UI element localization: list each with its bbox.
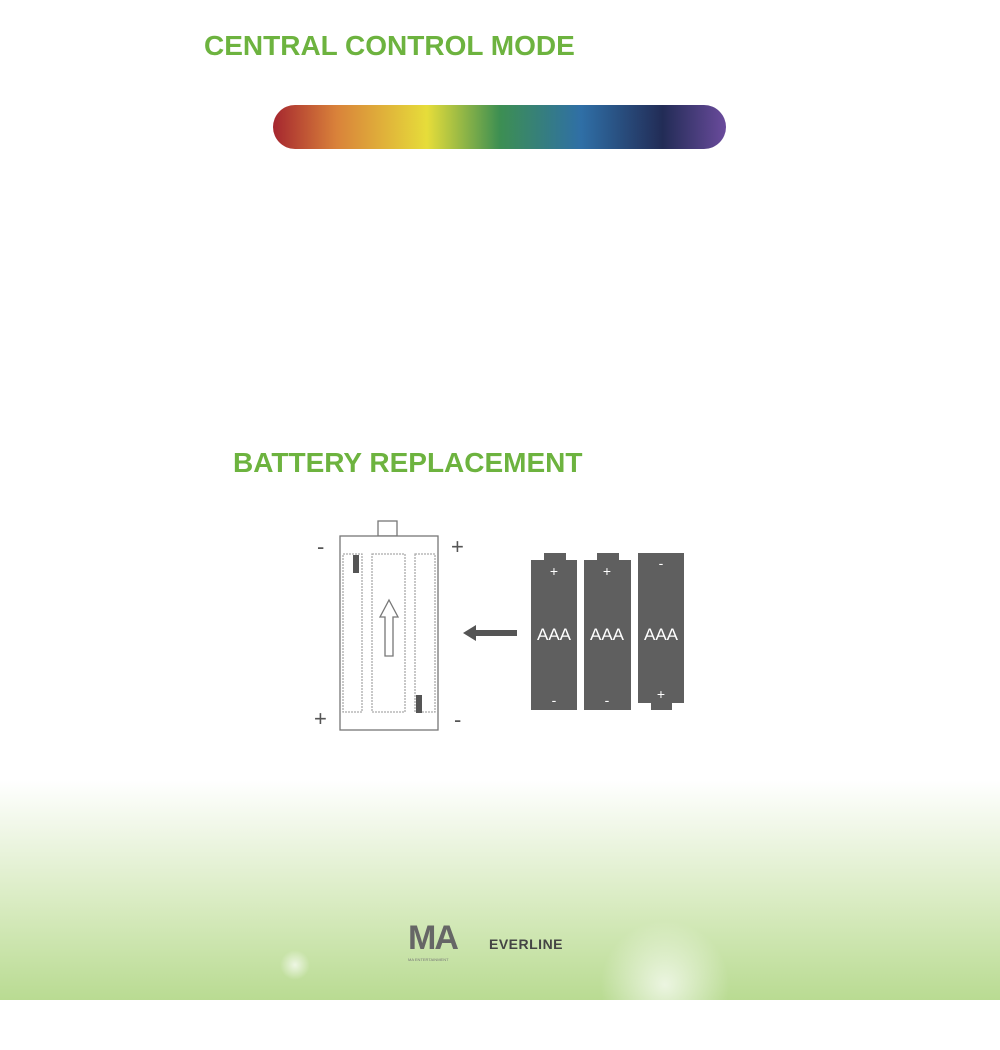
battery-1-label: AAA [537, 625, 572, 644]
battery-1 [531, 553, 577, 710]
ma-logo: MA [408, 919, 459, 957]
battery-3-top-sign: - [659, 555, 664, 571]
battery-2 [584, 553, 631, 710]
sign-top-right: + [451, 534, 464, 559]
battery-3-bottom-sign: + [657, 686, 665, 702]
battery-2-bottom-sign: - [605, 692, 610, 708]
sign-bottom-left: + [314, 706, 327, 731]
light-glow [280, 950, 310, 980]
arrow-left-icon [463, 625, 517, 641]
battery-diagram: - + + - + AAA - + AAA - - AAA + [314, 520, 684, 732]
sign-top-left: - [317, 534, 324, 559]
insert-direction-arrow-icon [378, 598, 400, 657]
battery-replacement-title: BATTERY REPLACEMENT [233, 447, 583, 478]
battery-3-label: AAA [644, 625, 679, 644]
battery-1-top-sign: + [550, 563, 558, 579]
battery-3 [638, 553, 684, 710]
battery-2-label: AAA [590, 625, 625, 644]
ma-logo-subtitle: MA ENTERTAINMENT [408, 957, 449, 962]
battery-case [339, 520, 439, 731]
color-spectrum-bar [273, 105, 726, 149]
footer-background [0, 780, 1000, 1000]
everline-logo: EVERLINE [489, 936, 564, 952]
battery-2-top-sign: + [603, 563, 611, 579]
sign-bottom-right: - [454, 707, 461, 732]
central-control-title: CENTRAL CONTROL MODE [204, 30, 575, 61]
battery-1-bottom-sign: - [552, 692, 557, 708]
